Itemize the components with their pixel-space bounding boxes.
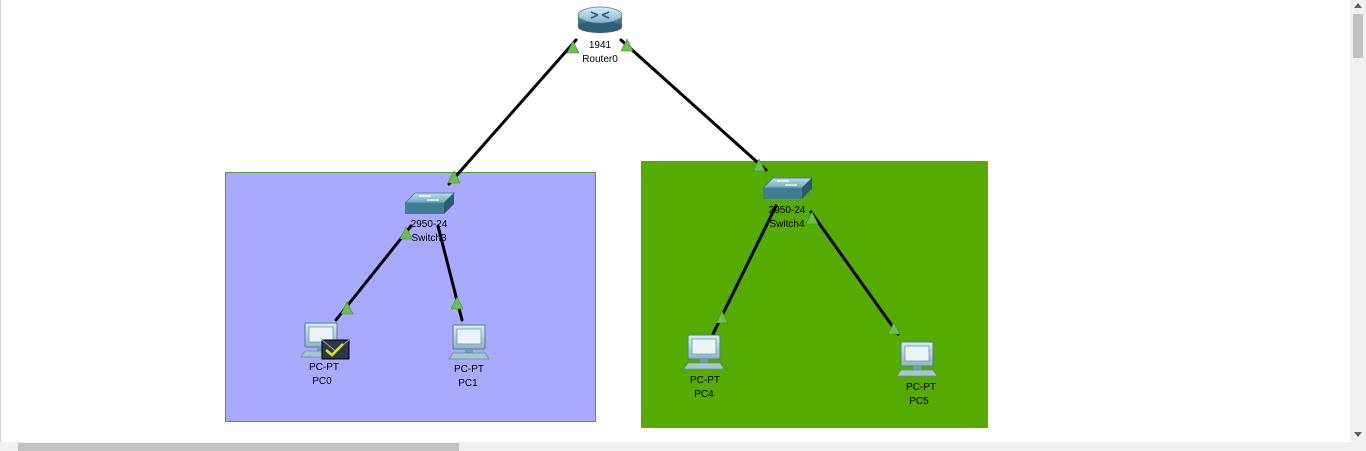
device-switch3[interactable]: 2950-24 Switch3	[404, 192, 455, 244]
cluster-area-right[interactable]	[641, 161, 988, 428]
device-pc0[interactable]: PC-PT PC0	[300, 322, 350, 387]
device-model-label: PC-PT	[309, 362, 339, 373]
device-switch4[interactable]: 2950-24 Switch4	[762, 177, 813, 230]
pdu-envelope-check-icon[interactable]	[321, 339, 350, 360]
device-name-label: PC1	[458, 378, 478, 389]
device-model-label: 2950-24	[411, 219, 448, 230]
device-model-label: PC-PT	[690, 375, 720, 386]
device-pc1[interactable]: PC-PT PC1	[448, 324, 490, 389]
device-name-label: PC4	[694, 389, 714, 400]
pc-icon	[683, 334, 725, 370]
port-up-icon	[715, 310, 729, 324]
device-model-label: 1941	[589, 40, 612, 51]
device-name-label: Switch3	[411, 233, 446, 244]
port-up-icon	[399, 226, 413, 240]
link-switch4-pc5[interactable]	[809, 210, 900, 336]
device-name-label: PC0	[312, 376, 332, 387]
horizontal-scroll-thumb[interactable]	[18, 443, 459, 451]
pc-icon	[896, 341, 938, 377]
link-switch4-pc4[interactable]	[711, 204, 778, 336]
device-name-label: Switch4	[769, 219, 804, 230]
device-model-label: PC-PT	[454, 364, 484, 375]
device-name-label: Router0	[582, 54, 618, 65]
horizontal-scrollbar[interactable]	[0, 442, 1350, 451]
port-up-icon	[447, 170, 461, 184]
scrollbar-corner	[1350, 442, 1366, 451]
topology-canvas[interactable]: 1941 Router0 2950-24 Switch3 2950-24 Swi…	[1, 0, 1351, 442]
port-up-icon	[450, 296, 464, 310]
vertical-scrollbar[interactable]	[1350, 0, 1366, 442]
port-up-icon	[752, 158, 766, 172]
link-router0-switch3[interactable]	[447, 38, 578, 186]
device-pc4[interactable]: PC-PT PC4	[683, 334, 725, 400]
port-up-icon	[887, 321, 901, 335]
router-icon	[577, 6, 623, 33]
port-up-icon	[620, 38, 634, 52]
vertical-scroll-thumb[interactable]	[1353, 14, 1363, 58]
device-model-label: PC-PT	[906, 382, 936, 393]
link-router0-switch4[interactable]	[619, 38, 768, 172]
scroll-up-arrow-icon[interactable]	[1354, 3, 1362, 8]
pc-icon	[448, 324, 490, 360]
logical-workspace[interactable]: 1941 Router0 2950-24 Switch3 2950-24 Swi…	[0, 0, 1350, 442]
switch-icon	[404, 192, 455, 214]
port-indicators	[340, 38, 901, 335]
port-up-icon	[805, 211, 819, 225]
device-model-label: 2950-24	[769, 205, 806, 216]
port-up-icon	[566, 40, 580, 54]
switch-icon	[762, 177, 813, 199]
device-pc5[interactable]: PC-PT PC5	[896, 341, 938, 407]
device-name-label: PC5	[909, 396, 929, 407]
scroll-down-arrow-icon[interactable]	[1354, 432, 1362, 437]
device-router0[interactable]: 1941 Router0	[577, 6, 623, 65]
port-up-icon	[340, 301, 354, 315]
